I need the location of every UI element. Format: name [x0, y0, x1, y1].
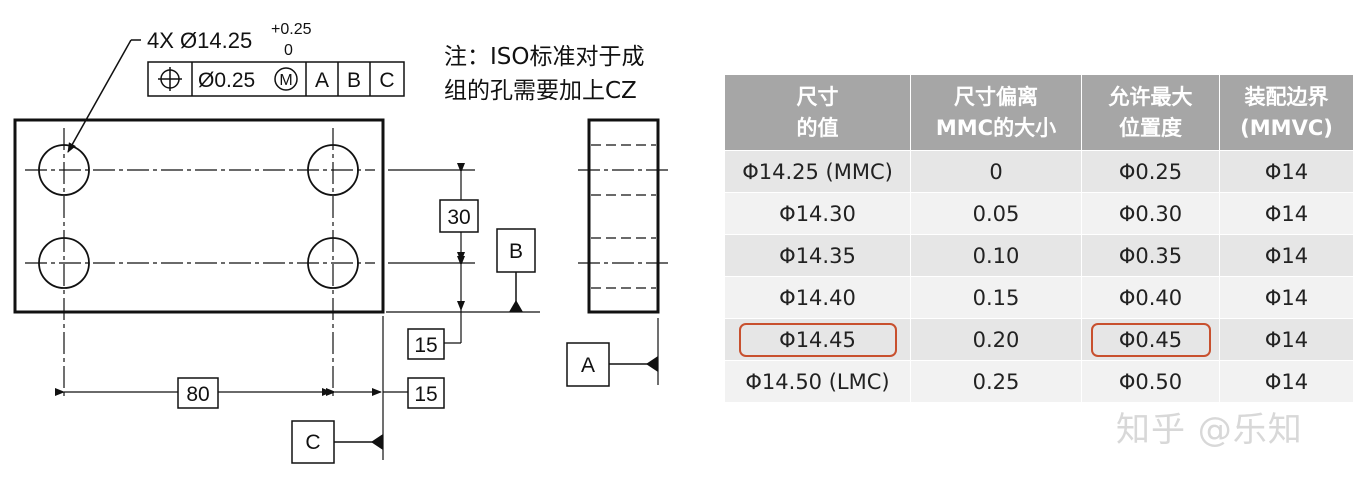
cell-position: Φ0.25: [1081, 150, 1220, 193]
cell-position-highlighted: Φ0.45: [1081, 318, 1220, 361]
datum-c-label: C: [305, 431, 320, 454]
iso-note-line2: 组的孔需要加上CZ: [444, 78, 637, 104]
cell-deviation: 0.20: [910, 318, 1082, 361]
cell-deviation: 0.25: [910, 360, 1082, 403]
cell-size-highlighted: Φ14.45: [724, 318, 911, 361]
dim-80-box: [177, 377, 219, 409]
cell-size: Φ14.50 (LMC): [724, 360, 911, 403]
cell-position: Φ0.40: [1081, 276, 1220, 319]
cell-mmvc: Φ14: [1219, 318, 1354, 361]
cell-mmvc: Φ14: [1219, 150, 1354, 193]
cell-size: Φ14.25 (MMC): [724, 150, 911, 193]
dim-15-v-box: [407, 328, 445, 360]
cell-mmvc: Φ14: [1219, 276, 1354, 319]
part-outline: [13, 118, 385, 314]
highlight-box: Φ0.45: [1090, 322, 1211, 357]
position-symbol-icon: [158, 67, 182, 91]
header-mmvc: 装配边界(MMVC): [1219, 74, 1354, 151]
watermark: 知乎 @乐知: [1116, 410, 1303, 450]
table-row-highlighted: Φ14.45 0.20 Φ0.45 Φ14: [724, 318, 1354, 361]
leader-arrow: [67, 39, 132, 153]
fcf-modifier: M: [279, 72, 292, 89]
table-row: Φ14.40 0.15 Φ0.40 Φ14: [724, 276, 1354, 319]
hole-circles: [38, 144, 359, 289]
cell-size: Φ14.40: [724, 276, 911, 319]
highlight-box: Φ14.45: [738, 322, 897, 357]
side-view-center-lines: [578, 169, 668, 264]
hole-tol-lower: 0: [284, 42, 293, 59]
dim-15-horizontal: 15: [414, 383, 437, 406]
dim-30: 30: [447, 206, 470, 229]
center-lines: [25, 128, 375, 400]
cell-mmvc: Φ14: [1219, 234, 1354, 277]
fcf-datum-c: C: [379, 69, 394, 92]
hole-tol-upper: +0.25: [271, 21, 312, 38]
feature-control-frame: Ø0.25 M A B C: [147, 61, 405, 97]
cell-size: Φ14.30: [724, 192, 911, 235]
table-row: Φ14.25 (MMC) 0 Φ0.25 Φ14: [724, 150, 1354, 193]
cell-position: Φ0.30: [1081, 192, 1220, 235]
mmc-modifier-icon: [274, 67, 298, 91]
fcf-datum-b: B: [347, 69, 361, 92]
dim-80: 80: [186, 383, 209, 406]
dim-15-vertical: 15: [414, 334, 437, 357]
datum-b-symbol: B: [496, 228, 536, 312]
datum-a-label: A: [581, 354, 595, 377]
dim-15-h-box: [407, 377, 445, 409]
iso-note-line1: 注：ISO标准对于成: [444, 44, 645, 70]
datum-c-symbol: C: [291, 420, 383, 464]
fcf-datum-a: A: [315, 69, 329, 92]
cell-position: Φ0.50: [1081, 360, 1220, 403]
iso-note: 注：ISO标准对于成 组的孔需要加上CZ: [444, 40, 645, 108]
dim-30-box: [439, 199, 479, 233]
cell-size: Φ14.35: [724, 234, 911, 277]
cell-deviation: 0: [910, 150, 1082, 193]
cell-deviation: 0.05: [910, 192, 1082, 235]
cell-mmvc: Φ14: [1219, 192, 1354, 235]
header-size-value: 尺寸的值: [724, 74, 911, 151]
cell-deviation: 0.10: [910, 234, 1082, 277]
cell-position: Φ0.35: [1081, 234, 1220, 277]
datum-b-label: B: [509, 240, 523, 263]
fcf-tolerance: Ø0.25: [198, 69, 255, 92]
cell-deviation: 0.15: [910, 276, 1082, 319]
gdt-drawing: 4X Ø14.25 +0.25 0 Ø0.25 M A B C: [13, 21, 668, 464]
table-row: Φ14.35 0.10 Φ0.35 Φ14: [724, 234, 1354, 277]
table-row: Φ14.30 0.05 Φ0.30 Φ14: [724, 192, 1354, 235]
hole-callout-text: 4X Ø14.25: [147, 28, 252, 53]
cell-mmvc: Φ14: [1219, 360, 1354, 403]
side-view-hidden-lines: [591, 144, 656, 289]
side-view-outline: [587, 118, 660, 314]
datum-a-symbol: A: [566, 342, 658, 387]
header-max-position: 允许最大位置度: [1081, 74, 1220, 151]
table-row: Φ14.50 (LMC) 0.25 Φ0.50 Φ14: [724, 360, 1354, 403]
